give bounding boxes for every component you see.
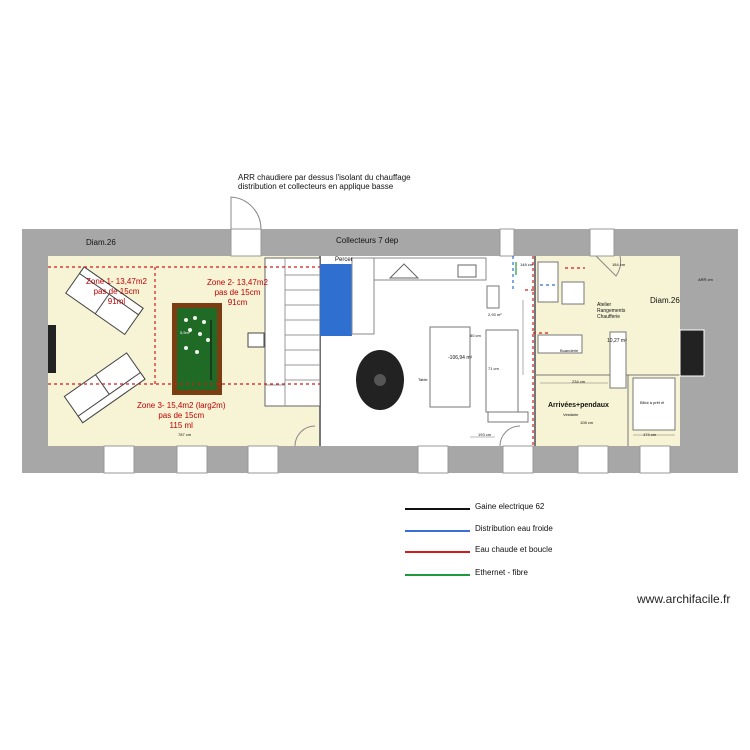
window bbox=[103, 445, 135, 474]
door-swing bbox=[499, 425, 521, 447]
dimension-lines bbox=[470, 300, 675, 438]
door-swing bbox=[595, 255, 622, 277]
zone-1-line3: 91ml bbox=[107, 297, 126, 306]
heating-dashes bbox=[48, 256, 585, 446]
water-pipes bbox=[512, 256, 555, 290]
sofa bbox=[63, 352, 146, 424]
dining-table bbox=[429, 326, 471, 408]
header-note-line1: ARR chaudiere par dessus l'isolant du ch… bbox=[238, 173, 411, 182]
door-swing bbox=[294, 425, 316, 447]
dim-r2: 234 cm bbox=[572, 379, 586, 384]
buanderie-label: Buanderie bbox=[560, 348, 579, 353]
legend-label-ethernet: Ethernet - fibre bbox=[475, 568, 528, 577]
zone-2-line3: 91cm bbox=[227, 298, 248, 307]
diam-right-label: Diam.26 bbox=[650, 296, 680, 305]
sofa bbox=[65, 266, 144, 336]
arr-label: ARR cm bbox=[698, 277, 713, 282]
billot-label: Billot à prêt él bbox=[640, 400, 665, 405]
cabinet bbox=[486, 285, 500, 309]
atelier-label: Atelier Rangements Chaufferie bbox=[597, 302, 625, 320]
pool-balls bbox=[184, 316, 210, 354]
table-label: Table bbox=[418, 377, 428, 382]
header-note-line2: distribution et collecteurs en applique … bbox=[238, 182, 394, 191]
zone-3-line1: Zone 3- 15,4m2 (larg2m) bbox=[137, 401, 226, 410]
door-swing bbox=[230, 196, 262, 230]
rangements-line: Rangements bbox=[597, 308, 626, 314]
pool-area-label: 5,5m² bbox=[180, 330, 191, 335]
dim-mid-bottom: 193 cm bbox=[478, 432, 492, 437]
sink-icon bbox=[457, 264, 477, 278]
pool-table-cloth bbox=[177, 308, 217, 390]
collecteurs-label: Collecteurs 7 dep bbox=[336, 236, 399, 245]
window bbox=[499, 228, 515, 257]
boiler-unit bbox=[561, 281, 585, 305]
hood-icon bbox=[388, 263, 420, 279]
dim-left-bottom: 787 cm bbox=[178, 432, 192, 437]
window bbox=[247, 445, 279, 474]
legend-label-cold-water: Distribution eau froide bbox=[475, 524, 553, 533]
legend-label-hot-water: Eau chaude et boucle bbox=[475, 545, 553, 554]
chaufferie-line: Chaufferie bbox=[597, 314, 620, 320]
window bbox=[176, 445, 208, 474]
chair bbox=[247, 332, 265, 348]
zone-3-line2: pas de 15cm bbox=[158, 411, 205, 420]
zone-1-line2: pas de 15cm bbox=[93, 287, 140, 296]
area-center-label: -106,94 m² bbox=[448, 355, 473, 361]
zone-1-line1: Zone 1- 13,47m2 bbox=[86, 277, 147, 286]
zone-2-line1: Zone 2- 13,47m2 bbox=[207, 278, 268, 287]
atelier-line: Atelier bbox=[597, 302, 612, 308]
round-table-base bbox=[374, 374, 386, 386]
shelf bbox=[537, 261, 559, 303]
kitchen-counter bbox=[351, 257, 375, 335]
boiler-block bbox=[320, 264, 352, 336]
diam-left-label: Diam.26 bbox=[86, 238, 116, 247]
small-area-2: 2,93 m² bbox=[488, 312, 502, 317]
stair-steps bbox=[265, 258, 320, 406]
cabinet bbox=[609, 331, 627, 389]
watermark: www.archifacile.fr bbox=[637, 592, 731, 606]
percer-label: Percer bbox=[335, 257, 353, 263]
small-dim-3: 80 cm bbox=[470, 333, 481, 338]
dim-r3: 148 cm bbox=[520, 262, 534, 267]
small-dim-4: 71 cm bbox=[488, 366, 499, 371]
storage-box bbox=[632, 377, 676, 431]
zone-2-label: Zone 2- 13,47m2 pas de 15cm 91cm bbox=[207, 278, 268, 308]
island-counter bbox=[485, 329, 519, 413]
bench bbox=[487, 411, 529, 423]
window bbox=[230, 228, 262, 257]
zone-1-label: Zone 1- 13,47m2 pas de 15cm 91ml bbox=[86, 277, 147, 307]
legend-label-electric: Gaine electrique 62 bbox=[475, 502, 545, 511]
workbench bbox=[537, 334, 583, 354]
dim-r4: 184 cm bbox=[612, 262, 626, 267]
fireplace bbox=[679, 329, 705, 377]
window bbox=[502, 445, 534, 474]
window bbox=[589, 228, 615, 257]
zone-3-line3: 115 ml bbox=[169, 421, 193, 430]
zone-3-label: Zone 3- 15,4m2 (larg2m) pas de 15cm 115 … bbox=[137, 401, 225, 431]
dim-r5: 108 cm bbox=[580, 420, 594, 425]
header-note: ARR chaudiere par dessus l'isolant du ch… bbox=[238, 173, 411, 191]
fireplace bbox=[48, 325, 56, 373]
window bbox=[577, 445, 609, 474]
zone-2-line2: pas de 15cm bbox=[214, 288, 261, 297]
vestiaire-label: Vestiaire bbox=[563, 412, 579, 417]
staircase bbox=[264, 257, 321, 407]
arrivees-label: Arrivées+pendaux bbox=[548, 402, 609, 409]
window bbox=[639, 445, 671, 474]
window bbox=[417, 445, 449, 474]
small-area-1: 10,27 m² bbox=[607, 338, 627, 344]
dim-right-bottom: 174 cm bbox=[643, 432, 657, 437]
